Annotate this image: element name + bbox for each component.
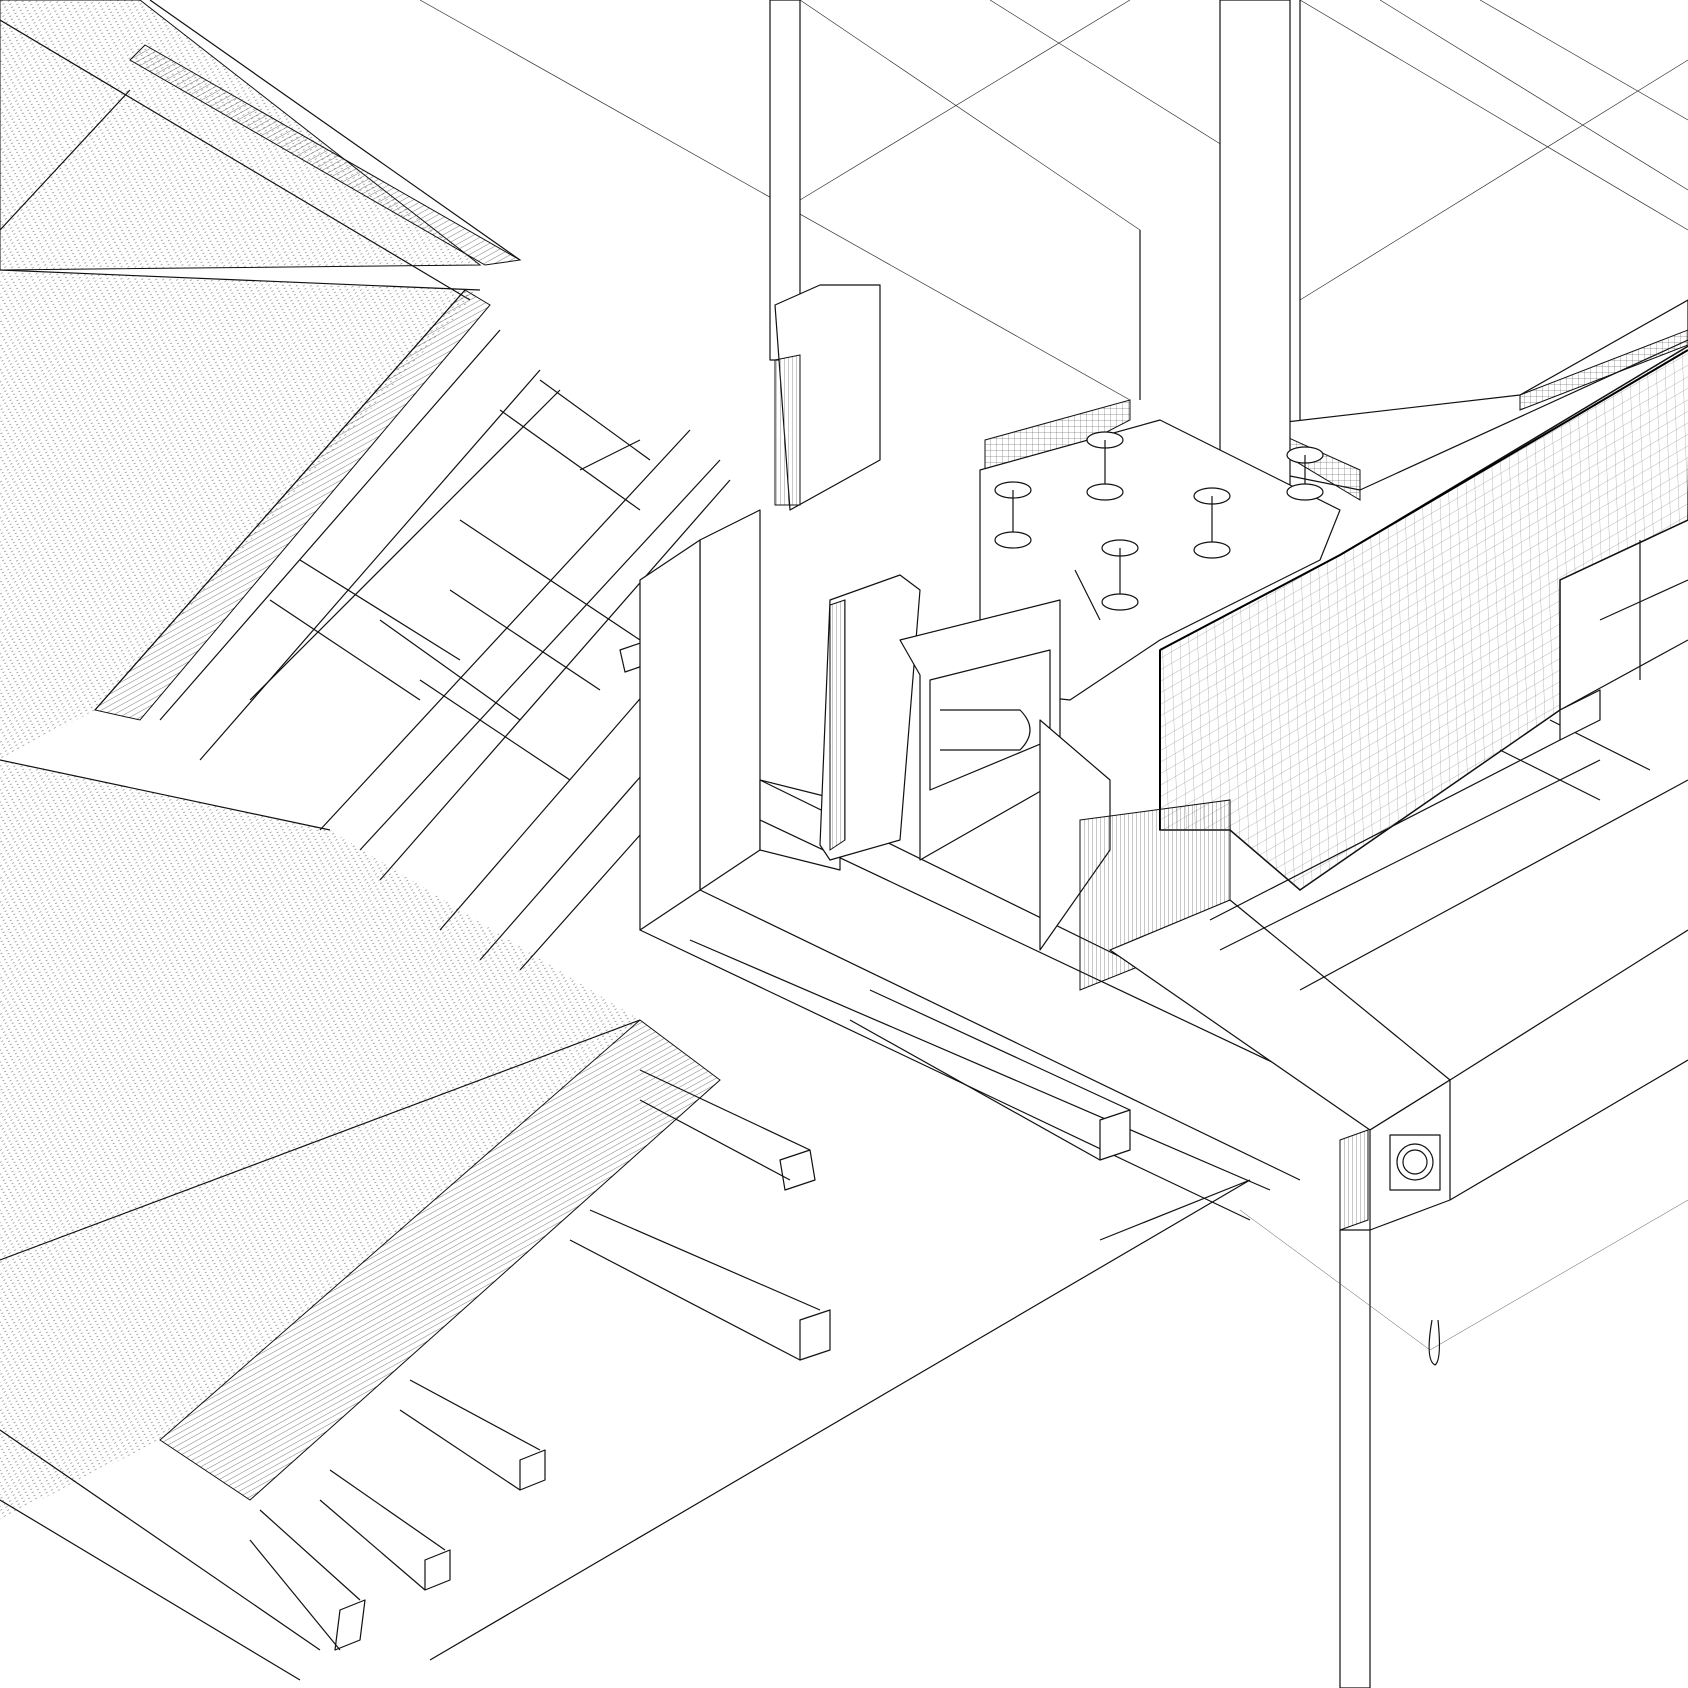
ceiling-tiles xyxy=(419,0,1688,440)
inner-framing xyxy=(1209,519,1688,991)
structural-beam xyxy=(639,284,1311,1221)
edge-profile xyxy=(429,899,1688,1661)
anchor-plate xyxy=(979,419,1341,701)
perforated-wall-panels xyxy=(0,0,641,1681)
steel-cleat xyxy=(819,574,1231,991)
leveling-bolts xyxy=(994,431,1324,611)
steel-channels xyxy=(249,989,1131,1651)
vertical-mullions xyxy=(769,0,1371,1688)
